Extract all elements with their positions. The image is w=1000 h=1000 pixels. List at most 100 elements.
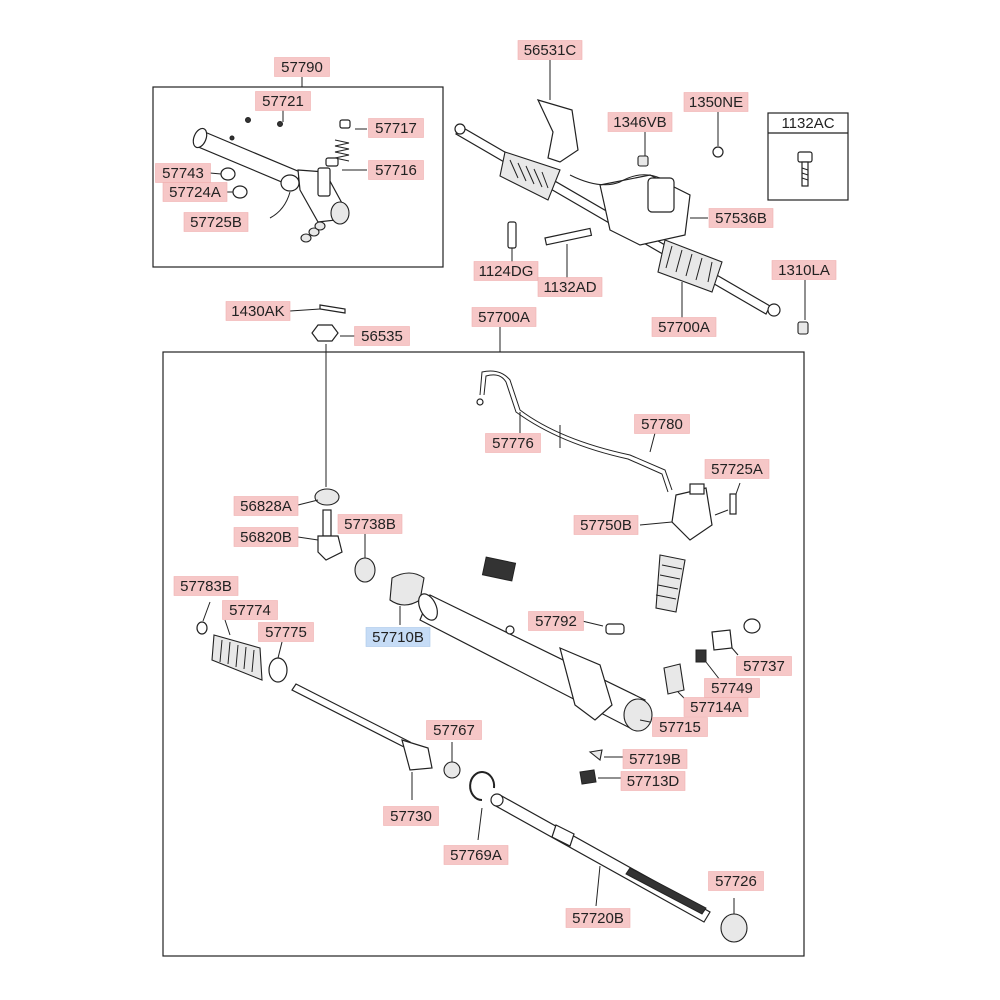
callout-background [443,845,509,865]
part-callout-57790[interactable]: 57790 [274,57,330,77]
callout-background [736,656,792,676]
callout-background [537,277,603,297]
part-number-label: 57790 [281,59,323,76]
callout-background [173,576,239,596]
part-callout-56531c[interactable]: 56531C [517,40,583,60]
rack-bar-drawing [490,793,748,943]
part-number-label: 57738B [344,516,396,533]
part-callout-57713d[interactable]: 57713D [620,771,686,791]
callout-background [708,871,764,891]
part-callout-57780[interactable]: 57780 [634,414,690,434]
part-callout-57792[interactable]: 57792 [528,611,584,631]
part-callout-57536b[interactable]: 57536B [708,208,774,228]
callout-background [365,627,431,647]
part-callout-57716[interactable]: 57716 [368,160,424,180]
part-number-label: 57743 [162,165,204,182]
part-callout-1350ne[interactable]: 1350NE [683,92,749,112]
callout-background [528,611,584,631]
part-callout-57750b[interactable]: 57750B [573,515,639,535]
part-callout-57700a[interactable]: 57700A [651,317,717,337]
part-callout-57737[interactable]: 57737 [736,656,792,676]
part-callout-57721[interactable]: 57721 [255,91,311,111]
part-callout-1346vb[interactable]: 1346VB [607,112,673,132]
part-callout-57714a[interactable]: 57714A [683,697,749,717]
part-callout-56820b[interactable]: 56820B [233,527,299,547]
inner-tie-rod-drawing [291,683,461,800]
part-callout-57720b[interactable]: 57720B [565,908,631,928]
callout-background [183,212,249,232]
part-callout-57743[interactable]: 57743 [155,163,211,183]
part-number-label: 1310LA [778,262,830,279]
callout-background [368,160,424,180]
part-callout-1430ak[interactable]: 1430AK [225,301,291,321]
part-callout-57710b[interactable]: 57710B [365,627,431,647]
part-number-label: 57720B [572,910,624,927]
part-number-label: 57726 [715,873,757,890]
part-number-label: 57775 [265,624,307,641]
callout-background [651,317,717,337]
part-callout-57724a[interactable]: 57724A [162,182,228,202]
part-callout-57715[interactable]: 57715 [652,717,708,737]
steering-gear-overview-drawing [454,99,809,335]
part-number-label: 1346VB [613,114,666,131]
bolt-inset-box [767,112,849,201]
gear-housing-drawing [418,593,653,732]
part-number-label: 57783B [180,578,232,595]
part-number-label: 57767 [433,722,475,739]
pressure-pipe-drawing [476,370,673,493]
part-callout-1132ac[interactable]: 1132AC [781,115,834,132]
part-callout-57775[interactable]: 57775 [258,622,314,642]
callout-background [683,697,749,717]
part-callout-57767[interactable]: 57767 [426,720,482,740]
part-callout-1310la[interactable]: 1310LA [771,260,837,280]
part-number-label: 57710B [372,629,424,646]
valve-subassembly-drawing [192,117,351,243]
snap-ring-drawing [469,771,496,841]
callout-background [622,749,688,769]
part-number-label: 56535 [361,328,403,345]
callout-background [634,414,690,434]
part-callout-57719b[interactable]: 57719B [622,749,688,769]
part-callout-1124dg[interactable]: 1124DG [473,261,539,281]
callout-background [258,622,314,642]
part-callout-57700a[interactable]: 57700A [471,307,537,327]
part-number-label: 57769A [450,847,502,864]
part-number-label: 57724A [169,184,221,201]
part-number-label: 57776 [492,435,534,452]
part-number-label: 1124DG [479,263,534,280]
callout-background [354,326,410,346]
part-callout-57776[interactable]: 57776 [485,433,541,453]
part-callout-57725b[interactable]: 57725B [183,212,249,232]
part-callout-57783b[interactable]: 57783B [173,576,239,596]
callout-background [233,496,299,516]
part-number-label: 57719B [629,751,681,768]
nameplate-icon [481,556,517,582]
part-callout-57725a[interactable]: 57725A [704,459,770,479]
yoke-parts-drawing [639,618,761,723]
part-number-label: 57717 [375,120,417,137]
part-callout-57769a[interactable]: 57769A [443,845,509,865]
callout-background [485,433,541,453]
callout-background [471,307,537,327]
callout-background [255,91,311,111]
part-callout-57730[interactable]: 57730 [383,806,439,826]
part-callout-56535[interactable]: 56535 [354,326,410,346]
part-callout-56828a[interactable]: 56828A [233,496,299,516]
callout-background [383,806,439,826]
fitting-parts-drawing [579,749,624,785]
callout-background [233,527,299,547]
callout-background [368,118,424,138]
part-callout-57726[interactable]: 57726 [708,871,764,891]
part-callout-1132ad[interactable]: 1132AD [537,277,603,297]
part-callout-57774[interactable]: 57774 [222,600,278,620]
part-callout-57717[interactable]: 57717 [368,118,424,138]
callout-background [426,720,482,740]
part-callout-57738b[interactable]: 57738B [337,514,403,534]
part-number-label: 57780 [641,416,683,433]
part-number-label: 56828A [240,498,292,515]
callout-background [652,717,708,737]
part-callout-57749[interactable]: 57749 [704,678,760,698]
part-number-label: 1132AD [543,279,596,296]
part-number-label: 56531C [524,42,577,59]
